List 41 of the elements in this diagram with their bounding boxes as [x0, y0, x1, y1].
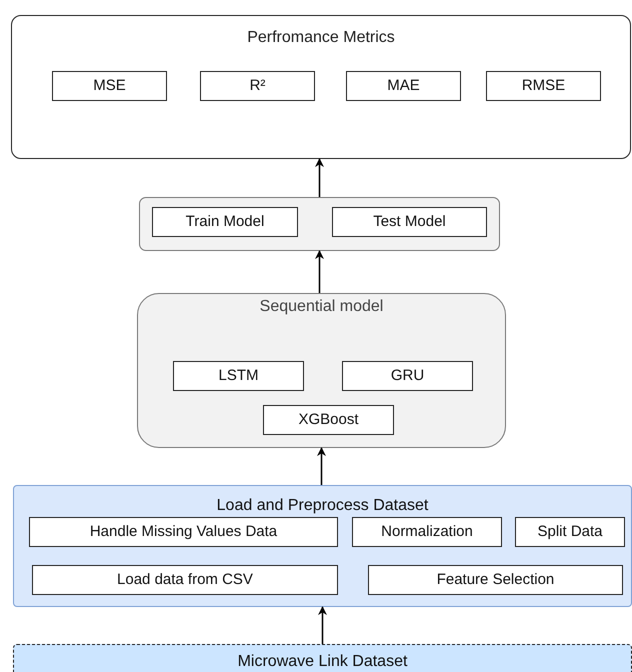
metrics-panel: [11, 15, 631, 159]
arrow: [315, 158, 324, 197]
process-box: [200, 71, 315, 101]
process-box: [352, 517, 502, 547]
process-box: [346, 71, 461, 101]
process-box: [263, 405, 394, 435]
panel-title: Load and Preprocess Dataset: [216, 497, 430, 515]
arrow: [318, 606, 327, 644]
box-label: GRU: [390, 367, 426, 384]
box-label: R²: [248, 77, 266, 94]
arrow: [317, 447, 326, 485]
box-label: Train Model: [184, 213, 266, 230]
process-box: [52, 71, 167, 101]
box-label: Load data from CSV: [116, 571, 254, 588]
box-label: Split Data: [536, 523, 604, 540]
box-label: MSE: [92, 77, 127, 94]
box-label: LSTM: [217, 367, 260, 384]
dataset-box: [13, 644, 632, 672]
box-label: Feature Selection: [436, 571, 556, 588]
group-panel: [13, 485, 632, 607]
process-box: [173, 361, 304, 391]
box-label: XGBoost: [297, 411, 360, 428]
panel-title: Perfromance Metrics: [246, 29, 396, 47]
process-box: [515, 517, 625, 547]
box-label: Normalization: [380, 523, 474, 540]
group-panel: [137, 293, 506, 448]
arrow: [315, 250, 324, 293]
process-box: [342, 361, 473, 391]
box-label: RMSE: [520, 77, 566, 94]
process-box: [368, 565, 623, 595]
process-box: [486, 71, 601, 101]
process-box: [152, 207, 298, 237]
process-box: [32, 565, 338, 595]
box-label: Handle Missing Values Data: [88, 523, 278, 540]
box-label: MAE: [386, 77, 421, 94]
box-label: Test Model: [372, 213, 447, 230]
process-box: [332, 207, 487, 237]
panel-title: Microwave Link Dataset: [236, 653, 408, 671]
group-panel: [139, 197, 500, 251]
panel-title: Sequential model: [258, 298, 384, 316]
process-box: [29, 517, 338, 547]
